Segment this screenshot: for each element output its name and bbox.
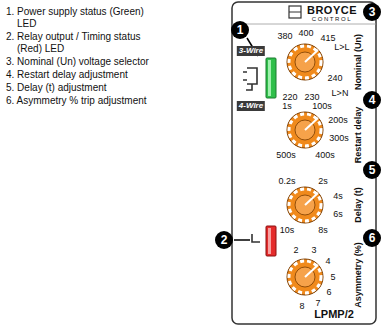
red-led xyxy=(266,226,276,256)
dial-value: 100s xyxy=(312,102,332,111)
relay-symbol xyxy=(252,234,260,242)
wiring-label: 4-Wire xyxy=(237,101,265,111)
dial-value: 2s xyxy=(318,177,328,186)
dial-title: Nominal (Un) xyxy=(354,34,363,90)
legend-item: 6. Asymmetry % trip adjustment xyxy=(6,95,156,107)
model-name: LPMP/2 xyxy=(314,309,354,320)
dial-value: 10s xyxy=(280,226,295,235)
dial-knob xyxy=(287,187,323,223)
logo-mark xyxy=(289,12,301,13)
dial-value: 400 xyxy=(298,29,313,38)
callout-number: 1 xyxy=(231,21,249,39)
plug-symbol xyxy=(243,68,257,90)
dial-value: 6s xyxy=(333,210,343,219)
dial-value: 4s xyxy=(333,192,343,201)
dial-knob xyxy=(287,112,323,148)
dial-value: L>L xyxy=(334,43,349,52)
dial-title: Restart delay xyxy=(354,107,363,164)
legend-item: 3. Nominal (Un) voltage selector xyxy=(6,56,156,68)
dial-title: Delay (t) xyxy=(354,187,363,223)
legend-item: 4. Restart delay adjustment xyxy=(6,69,156,81)
dial-value: 7 xyxy=(315,299,320,308)
dial-value: 0.2s xyxy=(278,177,295,186)
led-highlight xyxy=(268,60,271,96)
callout-number: 6 xyxy=(363,229,381,247)
logo-mark xyxy=(289,6,301,18)
panel-outline xyxy=(232,2,376,324)
leader-line xyxy=(234,239,250,241)
legend-item: 5. Delay (t) adjustment xyxy=(6,82,156,94)
dial-value: 300s xyxy=(329,134,349,143)
dial-value: 415 xyxy=(320,34,335,43)
callout-number: 3 xyxy=(363,3,381,21)
dial-value: 400s xyxy=(315,151,335,160)
dial-value: 380 xyxy=(277,32,292,41)
brand-name: BROYCE xyxy=(307,5,357,16)
dial-value: 8s xyxy=(318,226,328,235)
wiring-label: 3-Wire xyxy=(237,46,265,56)
callout-number: 4 xyxy=(363,91,381,109)
dial-value: 220 xyxy=(282,93,297,102)
brand-name: CONTROL xyxy=(312,16,353,22)
dial-value: 5 xyxy=(330,273,335,282)
dial-value: 1s xyxy=(282,102,292,111)
panel-divider xyxy=(232,24,376,25)
dial-knob xyxy=(287,259,323,295)
callout-number: 5 xyxy=(363,161,381,179)
dial-value: 2 xyxy=(293,246,298,255)
legend-list: 1. Power supply status (Green) LED2. Rel… xyxy=(6,6,156,108)
legend-item: 2. Relay output / Timing status (Red) LE… xyxy=(6,31,156,55)
dial-value: 240 xyxy=(327,74,342,83)
dial-value: L>N xyxy=(332,89,349,98)
green-led xyxy=(266,58,276,98)
dial-value: 500s xyxy=(276,151,296,160)
dial-value: 3 xyxy=(311,246,316,255)
legend-item: 1. Power supply status (Green) LED xyxy=(6,6,156,30)
dial-value: 200s xyxy=(328,116,348,125)
dial-knob xyxy=(287,44,323,80)
dial-value: 4 xyxy=(325,257,330,266)
callout-number: 2 xyxy=(215,231,233,249)
dial-value: 6 xyxy=(326,288,331,297)
led-highlight xyxy=(268,228,271,254)
dial-value: 230 xyxy=(304,93,319,102)
dial-title: Asymmetry (%) xyxy=(354,242,363,308)
dial-value: 8 xyxy=(299,302,304,311)
